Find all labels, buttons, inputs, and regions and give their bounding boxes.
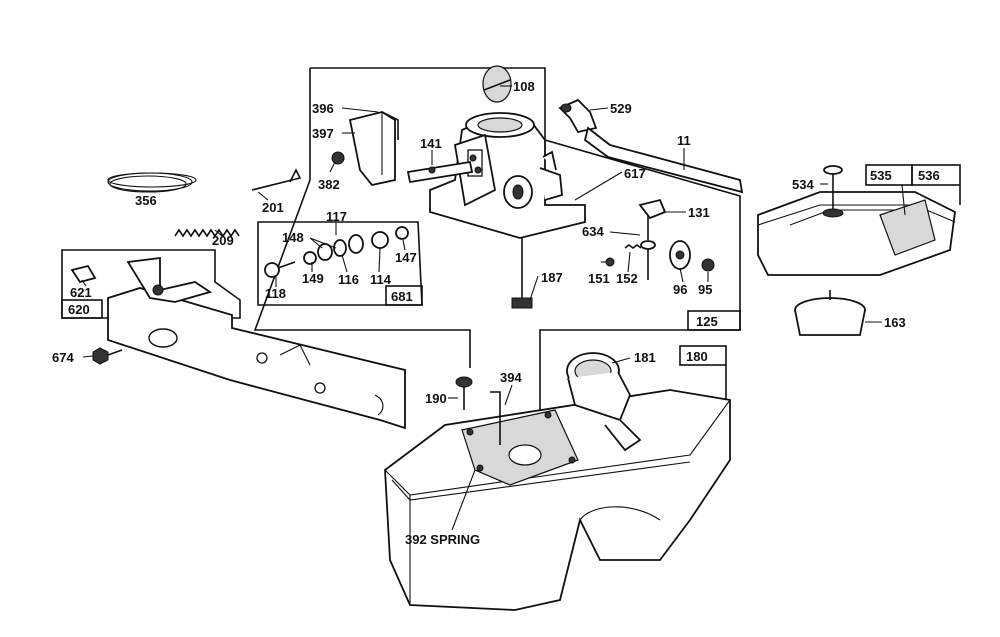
callout-108: 108 xyxy=(513,79,535,94)
control-bracket xyxy=(107,287,406,430)
spring-152 xyxy=(624,244,642,249)
callout-187: 187 xyxy=(541,270,563,285)
callout-11: 11 xyxy=(677,133,691,148)
callout-634: 634 xyxy=(582,224,604,239)
control-lever xyxy=(126,256,213,303)
air-cleaner-base-163 xyxy=(794,290,866,336)
box-620 xyxy=(61,299,103,319)
callout-535: 535 xyxy=(870,168,892,183)
air-filter-element-535 xyxy=(879,199,936,256)
throttle-plate xyxy=(348,111,399,186)
needle-valve xyxy=(638,198,667,280)
carburetor-group-outline xyxy=(253,67,741,410)
callout-382: 382 xyxy=(318,177,340,192)
callout-labels: 108 529 396 397 141 382 11 617 356 201 1… xyxy=(52,79,940,547)
callout-96: 96 xyxy=(673,282,687,297)
callout-152: 152 xyxy=(616,271,638,286)
callout-534: 534 xyxy=(792,177,814,192)
callout-116: 116 xyxy=(338,272,359,287)
callout-209: 209 xyxy=(212,233,234,248)
callout-181: 181 xyxy=(634,350,656,365)
callout-190: 190 xyxy=(425,391,447,406)
callout-117: 117 xyxy=(326,209,347,224)
callout-621: 621 xyxy=(70,285,92,300)
leader-lines xyxy=(81,85,906,531)
callout-95: 95 xyxy=(698,282,712,297)
link-201 xyxy=(251,168,302,191)
nut-96 xyxy=(669,240,691,270)
governor-spring-356 xyxy=(107,172,197,193)
callout-148: 148 xyxy=(282,230,304,245)
callout-147: 147 xyxy=(395,250,417,265)
callout-397: 397 xyxy=(312,126,334,141)
mounting-bolt xyxy=(511,238,533,309)
callout-163: 163 xyxy=(884,315,906,330)
callout-681: 681 xyxy=(391,289,413,304)
callout-149: 149 xyxy=(302,271,324,286)
callout-396: 396 xyxy=(312,101,334,116)
screw-95 xyxy=(701,258,715,272)
callout-180: 180 xyxy=(686,349,708,364)
box-536 xyxy=(911,164,961,186)
carburetor-body xyxy=(429,112,586,239)
box-180 xyxy=(679,345,727,366)
fuel-pipe xyxy=(583,126,744,194)
callout-114: 114 xyxy=(370,272,392,287)
spring-209 xyxy=(174,228,240,238)
box-125 xyxy=(687,310,741,331)
callout-131: 131 xyxy=(688,205,710,220)
screw-190 xyxy=(455,376,473,410)
wing-screw-534 xyxy=(822,165,844,218)
elbow-fitting xyxy=(558,98,598,134)
choke-plate xyxy=(482,65,512,103)
throttle-shaft xyxy=(406,160,474,184)
filler-neck xyxy=(566,352,642,452)
screw-382 xyxy=(331,151,345,165)
callout-392-spring: 392 SPRING xyxy=(405,532,480,547)
callout-620: 620 xyxy=(68,302,90,317)
callout-536: 536 xyxy=(918,168,940,183)
pickup-tube xyxy=(490,391,501,445)
callout-201: 201 xyxy=(262,200,284,215)
callout-394: 394 xyxy=(500,370,522,385)
callout-141: 141 xyxy=(420,136,442,151)
tank-gasket xyxy=(461,409,579,486)
clip-621 xyxy=(70,264,97,284)
seat-151 xyxy=(605,257,615,267)
screw-674 xyxy=(92,347,123,365)
callout-529: 529 xyxy=(610,101,632,116)
box-681 xyxy=(385,285,423,306)
repair-kit-parts xyxy=(264,226,409,278)
callout-118: 118 xyxy=(265,286,286,301)
callout-674: 674 xyxy=(52,350,74,365)
callout-125: 125 xyxy=(696,314,718,329)
callout-617: 617 xyxy=(624,166,646,181)
callout-151: 151 xyxy=(588,271,610,286)
callout-356: 356 xyxy=(135,193,157,208)
